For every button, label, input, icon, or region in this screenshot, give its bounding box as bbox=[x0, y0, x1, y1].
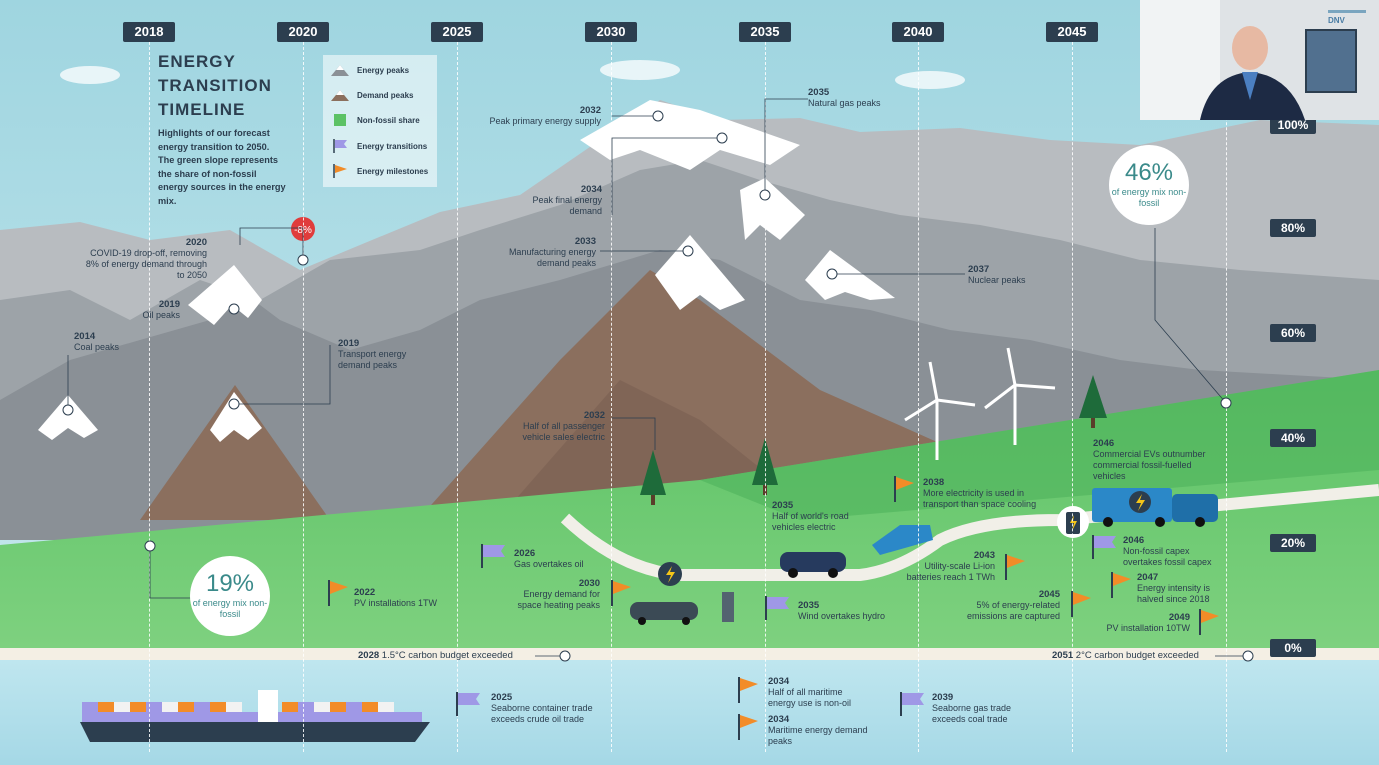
purple-flag-icon bbox=[333, 139, 347, 153]
gridline bbox=[303, 42, 304, 752]
presenter-webcam: DNV bbox=[1140, 0, 1379, 120]
axis-label-100: 100% bbox=[1270, 116, 1316, 134]
legend-item-milestones: Energy milestones bbox=[331, 164, 428, 178]
axis-label-20: 20% bbox=[1270, 534, 1316, 552]
gridline bbox=[611, 42, 612, 752]
green-square-icon bbox=[334, 114, 346, 126]
non-fossil-share-2018: 19%of energy mix non-fossil bbox=[190, 556, 270, 636]
gridline bbox=[1072, 42, 1073, 752]
legend-item-non-fossil: Non-fossil share bbox=[331, 114, 420, 126]
gridline bbox=[457, 42, 458, 752]
year-label-2030: 2030 bbox=[585, 22, 637, 42]
presenter-video bbox=[1140, 0, 1379, 120]
axis-label-60: 60% bbox=[1270, 324, 1316, 342]
legend-item-energy-peaks: Energy peaks bbox=[331, 64, 409, 76]
gridline bbox=[1226, 42, 1227, 752]
axis-label-80: 80% bbox=[1270, 219, 1316, 237]
carbon-budget-2: 2051 2°C carbon budget exceeded bbox=[1052, 650, 1199, 661]
snow-peak-icon bbox=[331, 65, 349, 76]
year-label-2040: 2040 bbox=[892, 22, 944, 42]
legend-item-demand-peaks: Demand peaks bbox=[331, 89, 413, 101]
carbon-budget-15: 2028 1.5°C carbon budget exceeded bbox=[358, 650, 513, 661]
intro-text: Highlights of our forecast energy transi… bbox=[158, 128, 286, 206]
brand-bar bbox=[1328, 10, 1366, 13]
brown-peak-icon bbox=[331, 90, 349, 101]
year-label-2018: 2018 bbox=[123, 22, 175, 42]
axis-label-0: 0% bbox=[1270, 639, 1316, 657]
brand-logo: DNV bbox=[1328, 16, 1345, 25]
year-label-2025: 2025 bbox=[431, 22, 483, 42]
legend-item-transitions: Energy transitions bbox=[331, 139, 427, 153]
non-fossil-share-2050: 46%of energy mix non-fossil bbox=[1109, 145, 1189, 225]
gridline bbox=[765, 42, 766, 752]
legend: Energy peaks Demand peaks Non-fossil sha… bbox=[323, 55, 437, 187]
year-label-2035: 2035 bbox=[739, 22, 791, 42]
gridline bbox=[918, 42, 919, 752]
year-label-2020: 2020 bbox=[277, 22, 329, 42]
year-label-2045: 2045 bbox=[1046, 22, 1098, 42]
orange-flag-icon bbox=[333, 164, 347, 178]
axis-label-40: 40% bbox=[1270, 429, 1316, 447]
gridline bbox=[149, 42, 150, 752]
